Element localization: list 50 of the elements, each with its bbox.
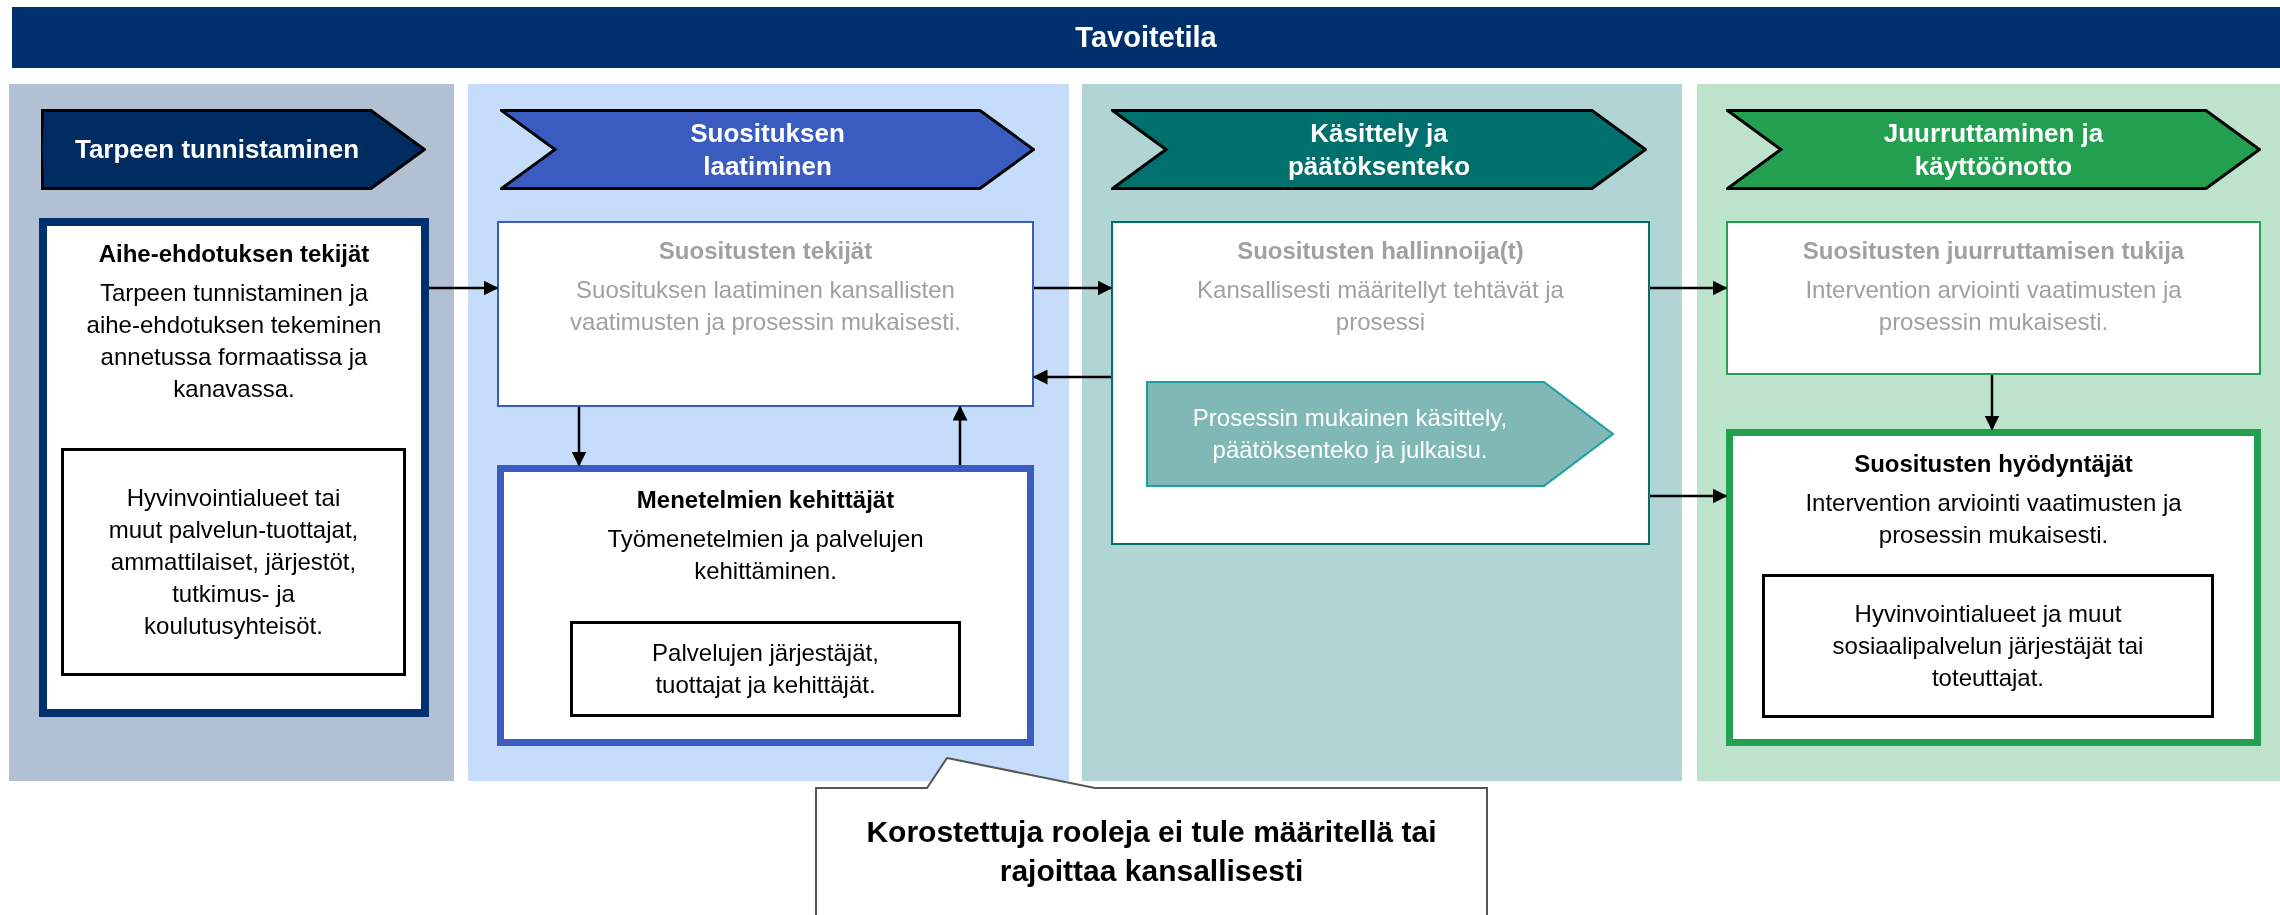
arrow xyxy=(429,280,499,296)
phase-title: Tarpeen tunnistaminen xyxy=(74,133,360,166)
stakeholder-text: Hyvinvointialueet tai muut palvelun-tuottajat, ammattilaiset, järjestöt, tutkimus- ja koulutusyhteisöt. xyxy=(107,483,360,641)
role-box xyxy=(39,218,429,717)
stakeholder-box xyxy=(61,448,406,676)
arrow xyxy=(952,405,968,465)
box-heading: Suositusten hyödyntäjät xyxy=(1853,450,2134,479)
role-box xyxy=(497,221,1034,407)
phase-column xyxy=(9,84,454,781)
phase-header xyxy=(1111,109,1647,190)
process-chevron xyxy=(1146,381,1614,487)
box-heading: Menetelmien kehittäjät xyxy=(635,486,896,515)
role-box xyxy=(497,465,1034,746)
arrow xyxy=(1032,369,1111,385)
process-text: Prosessin mukainen käsittely, päätöksenteko ja julkaisu. xyxy=(1191,403,1509,465)
stakeholder-text: Palvelujen järjestäjät, tuottajat ja kehittäjät. xyxy=(651,638,880,700)
phase-title: Suosituksen laatiminen xyxy=(689,117,846,182)
stakeholder-box xyxy=(570,621,961,717)
phase-column xyxy=(1082,84,1682,781)
phase-header xyxy=(500,109,1035,190)
box-heading: Suositusten hallinnoija(t) xyxy=(1236,237,1525,266)
phase-title: Juurruttaminen ja käyttöönotto xyxy=(1883,117,2104,182)
box-description: Työmenetelmien ja palvelujen kehittäminen. xyxy=(606,523,925,586)
arrow xyxy=(1034,280,1113,296)
arrow xyxy=(571,407,587,467)
box-description: Kansallisesti määritellyt tehtävät ja prosessi xyxy=(1196,274,1565,337)
banner-title: Tavoitetila xyxy=(1075,21,1217,54)
role-box xyxy=(1726,221,2261,375)
box-heading: Aihe-ehdotuksen tekijät xyxy=(97,240,371,269)
arrow xyxy=(1984,375,2000,431)
role-box xyxy=(1726,429,2261,746)
phase-title: Käsittely ja päätöksenteko xyxy=(1286,117,1472,182)
stakeholder-text: Hyvinvointialueet ja muut sosiaalipalvelun järjestäjät tai toteuttajat. xyxy=(1831,599,2145,693)
phase-header xyxy=(41,109,426,190)
phase-column xyxy=(468,84,1069,781)
box-description: Suosituksen laatiminen kansallisten vaatimusten ja prosessin mukaisesti. xyxy=(569,274,962,337)
callout-text: Korostettuja rooleja ei tule määritellä tai rajoittaa kansallisesti xyxy=(865,814,1438,889)
phase-column xyxy=(1697,84,2280,781)
role-box xyxy=(1111,221,1650,545)
box-heading: Suositusten tekijät xyxy=(657,237,874,266)
arrow xyxy=(1650,280,1728,296)
arrow xyxy=(1650,488,1728,504)
title-banner xyxy=(12,7,2280,68)
box-heading: Suositusten juurruttamisen tukija xyxy=(1801,237,2186,266)
box-description: Intervention arviointi vaatimusten ja prosessin mukaisesti. xyxy=(1804,274,2183,337)
box-description: Tarpeen tunnistaminen ja aihe-ehdotuksen tekeminen annetussa formaatissa ja kanavassa. xyxy=(85,277,383,404)
callout-bubble xyxy=(815,757,1488,915)
phase-header xyxy=(1726,109,2261,190)
box-description: Intervention arviointi vaatimusten ja prosessin mukaisesti. xyxy=(1804,487,2183,550)
stakeholder-box xyxy=(1762,574,2214,718)
